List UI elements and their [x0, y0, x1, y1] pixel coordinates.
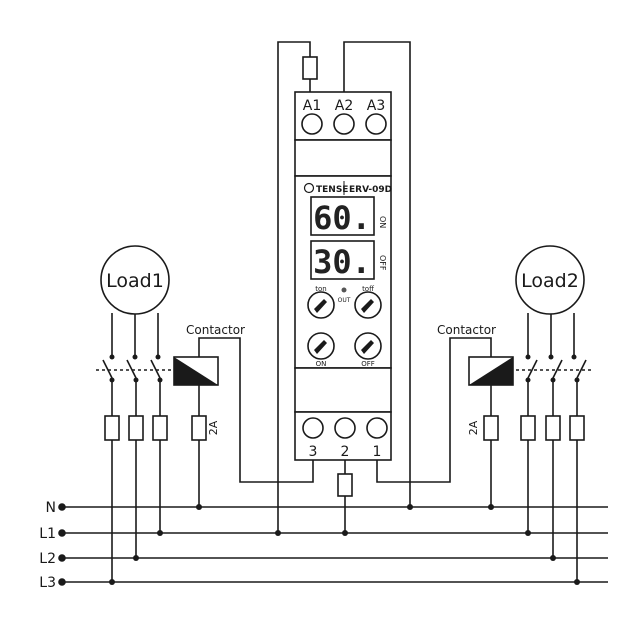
terminal-label-2: 2	[341, 444, 350, 460]
screw-3	[302, 417, 324, 439]
load1-branch: Load1 Contactor 2A	[96, 245, 245, 582]
terminal-label-a3: A3	[367, 98, 385, 114]
switch-blade	[150, 359, 161, 379]
display-on-value: 60.	[313, 199, 371, 237]
knob-on-label: ON	[316, 360, 327, 368]
load2-branch: Load2 Contactor 2A	[437, 245, 594, 582]
relay-upper-neck	[294, 139, 392, 177]
fuse	[545, 415, 561, 441]
brand-name: TENSE	[316, 185, 348, 195]
junction	[407, 504, 413, 510]
knob-off-pointer-icon	[361, 340, 374, 354]
knob-on-pointer-icon	[314, 340, 327, 354]
switch-blade	[552, 359, 563, 379]
line-label-l2: L2	[39, 551, 56, 567]
load2-circle	[515, 245, 585, 315]
display-on	[310, 196, 375, 236]
fuse-a1	[302, 56, 318, 80]
fuse	[152, 415, 168, 441]
out-led	[341, 287, 347, 293]
switch-blade	[527, 359, 538, 379]
contact-dot	[548, 354, 554, 360]
fuse-2	[337, 473, 353, 497]
screw-a2	[333, 113, 355, 135]
screw-1	[366, 417, 388, 439]
junction	[342, 530, 348, 536]
contact-dot	[132, 354, 138, 360]
wire-3-contactor1	[198, 337, 314, 483]
relay-lower-neck	[294, 367, 392, 413]
fuse	[520, 415, 536, 441]
fuse-rating-right: 2A	[467, 420, 480, 435]
knob-off-label: OFF	[361, 360, 375, 368]
line-label-l1: L1	[39, 526, 56, 542]
screw-a1	[301, 113, 323, 135]
screw-2	[334, 417, 356, 439]
wire-1-contactor2	[376, 337, 492, 483]
terminal-label-3: 3	[309, 444, 318, 460]
line-label-l3: L3	[39, 575, 56, 591]
load2-label: Load2	[521, 270, 579, 292]
display-off-label: OFF	[378, 255, 387, 271]
contactor2-coil-fill	[469, 357, 513, 385]
fuse-rating-left: 2A	[207, 420, 220, 435]
relay-device: A1 A2 A3 TENSE ERV-09D 60. ON 30. OFF to…	[198, 41, 492, 533]
screw-a3	[365, 113, 387, 135]
knob-ton-pointer-icon	[314, 299, 327, 313]
contactor1-label: Contactor	[186, 323, 245, 337]
brand-logo-icon	[303, 182, 315, 194]
terminal-label-1: 1	[373, 444, 382, 460]
load1-label: Load1	[106, 270, 164, 292]
display-off-value: 30.	[313, 243, 371, 281]
out-label: OUT	[338, 297, 351, 304]
terminal-label-a2: A2	[335, 98, 353, 114]
contact-dot	[109, 354, 115, 360]
switch-blade	[576, 359, 587, 379]
junction	[275, 530, 281, 536]
model-name: ERV-09D	[349, 185, 392, 195]
display-off	[310, 240, 375, 280]
fuse-2a-right	[483, 415, 499, 441]
fuse	[104, 415, 120, 441]
fuse	[128, 415, 144, 441]
display-on-label: ON	[378, 216, 387, 228]
switch-blade	[102, 359, 113, 379]
knob-toff-pointer-icon	[361, 299, 374, 313]
knob-toff-label: toff	[362, 285, 374, 293]
line-label-n: N	[46, 500, 56, 516]
contact-dot	[525, 354, 531, 360]
contact-dot	[155, 354, 161, 360]
fuse	[569, 415, 585, 441]
switch-blade	[126, 359, 137, 379]
wire-a2-n	[343, 41, 411, 507]
terminal-label-a1: A1	[303, 98, 321, 114]
contactor1-coil-fill	[174, 357, 218, 385]
contactor2-label: Contactor	[437, 323, 496, 337]
supply-lines: N L1 L2 L3	[39, 500, 608, 591]
fuse-2a-left	[191, 415, 207, 441]
knob-ton-label: ton	[315, 285, 326, 293]
contact-dot	[571, 354, 577, 360]
wire-a1-l1	[277, 41, 311, 533]
